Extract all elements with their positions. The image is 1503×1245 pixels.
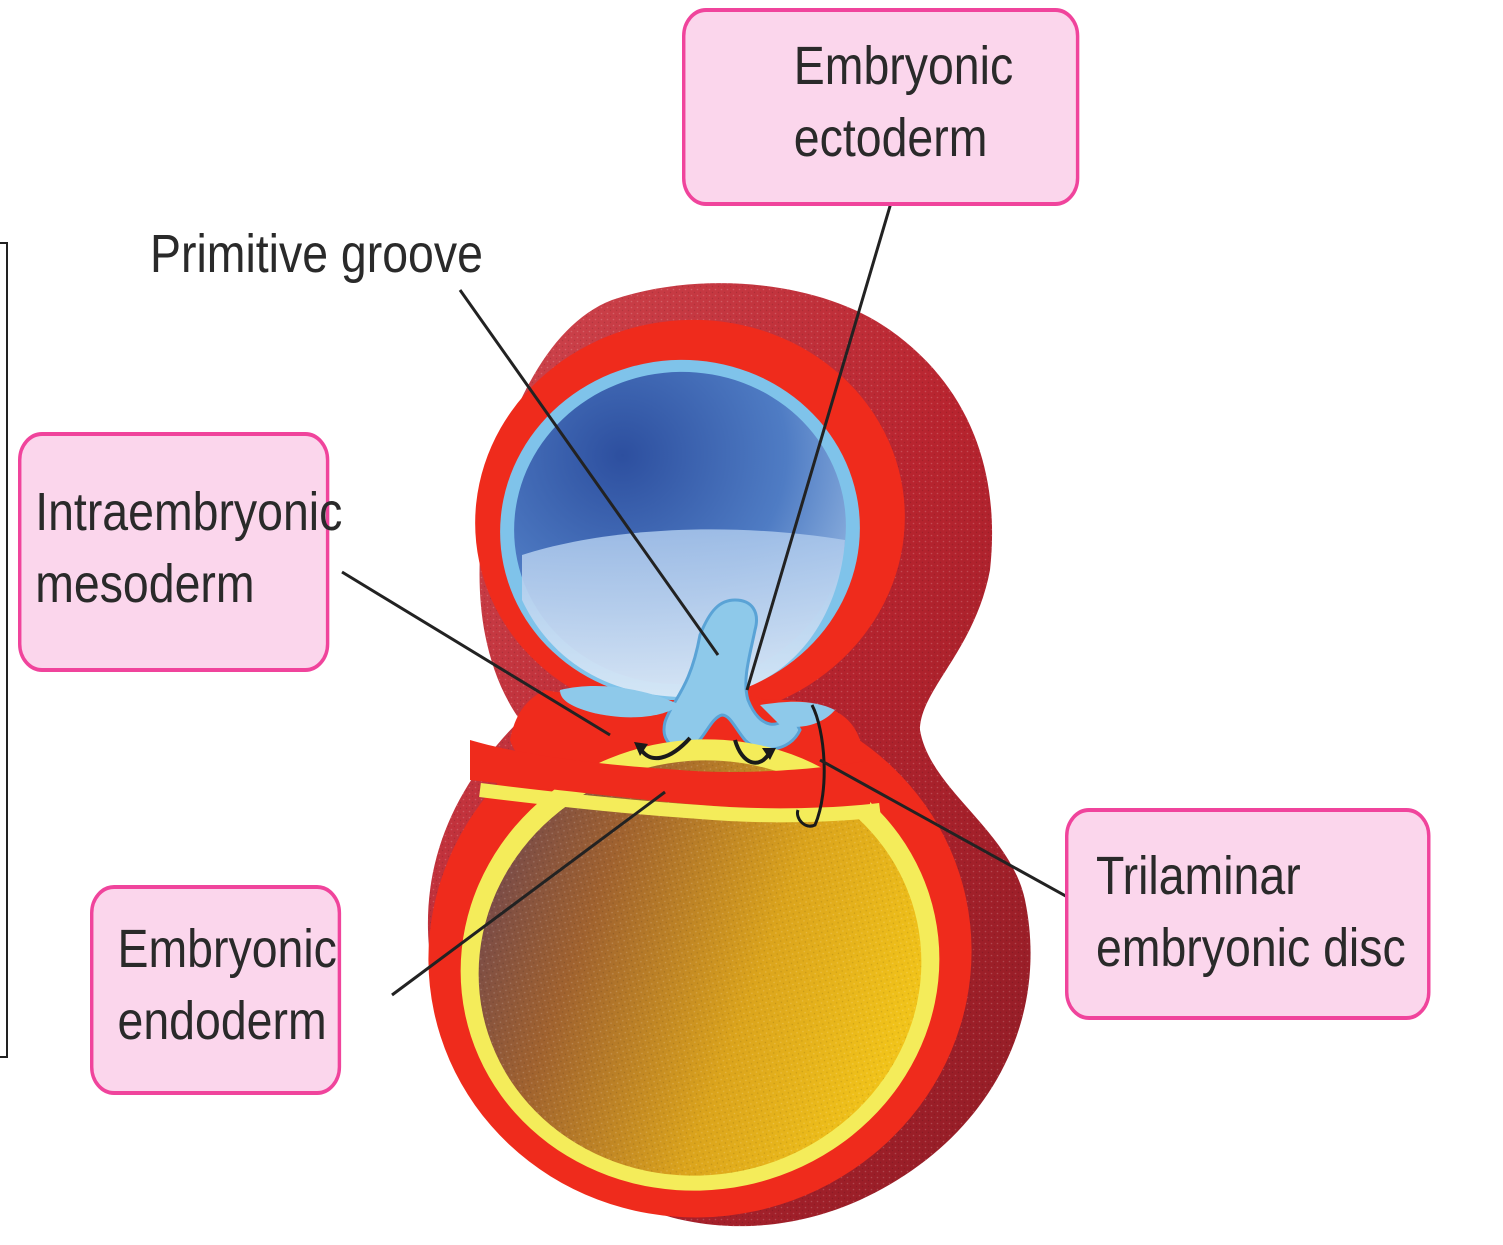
label-text: Intraembryonic: [35, 476, 326, 548]
label-text: Trilaminar: [1096, 840, 1427, 912]
left-border-bracket: [0, 242, 8, 1058]
label-text: Embryonic: [118, 913, 338, 985]
label-text: embryonic disc: [1096, 912, 1427, 984]
label-text: mesoderm: [35, 548, 326, 620]
label-embryonic-ectoderm: Embryonic ectoderm: [682, 8, 1079, 206]
label-text: ectoderm: [794, 102, 1076, 174]
label-intraembryonic-mesoderm: Intraembryonic mesoderm: [18, 432, 329, 672]
label-embryonic-endoderm: Embryonic endoderm: [90, 885, 341, 1095]
label-text: Embryonic: [794, 30, 1076, 102]
label-primitive-groove: Primitive groove: [150, 224, 483, 284]
label-text: endoderm: [118, 985, 338, 1057]
label-trilaminar-embryonic-disc: Trilaminar embryonic disc: [1065, 808, 1431, 1020]
